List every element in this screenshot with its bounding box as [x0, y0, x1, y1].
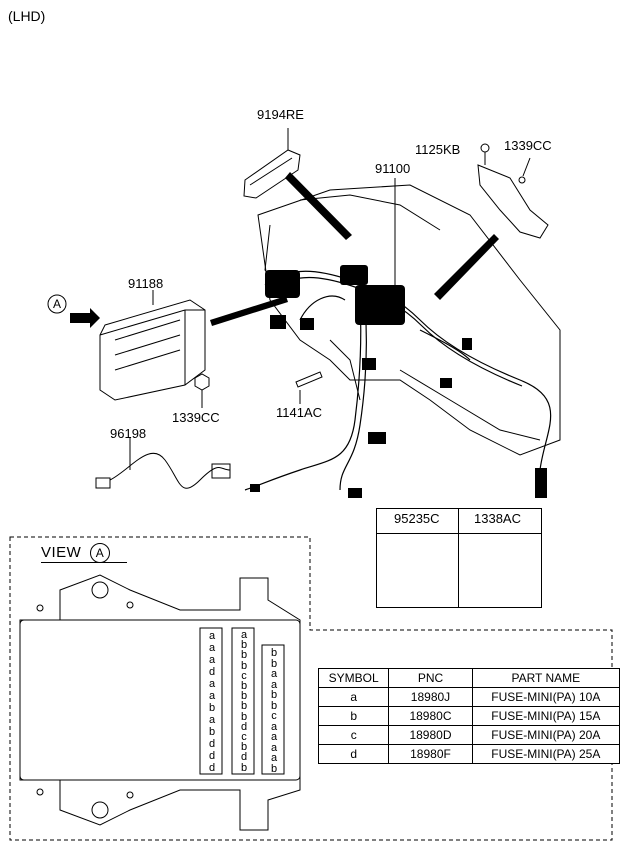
- fuse-letter: b: [240, 690, 248, 703]
- bracket-1339cc-top: [477, 143, 549, 239]
- cell-symbol: c: [317, 725, 390, 745]
- fuse-letter: c: [241, 669, 247, 682]
- lhd-note: (LHD): [8, 8, 46, 24]
- cell-pnc: 18980C: [388, 706, 473, 726]
- part-label-1339cc-mid: 1339CC: [172, 410, 220, 425]
- inset-label-95235c: 95235C: [394, 511, 440, 526]
- table-row: a 18980J FUSE-MINI(PA) 10A: [317, 687, 620, 707]
- fuse-letter: a: [208, 630, 216, 642]
- cell-symbol: a: [317, 687, 390, 707]
- fuse-letter: d: [208, 738, 216, 750]
- leader-stroke: [285, 172, 352, 240]
- fuse-letter: b: [240, 700, 248, 713]
- part-label-1125kb: 1125KB: [415, 142, 461, 157]
- fuse-letter: b: [270, 657, 278, 670]
- fuse-box-topview: [19, 574, 301, 831]
- view-a-title: VIEW A: [41, 543, 127, 563]
- junction-box-91188: [99, 290, 206, 401]
- leader-stroke: [434, 234, 499, 300]
- fuse-letter: b: [240, 761, 248, 774]
- inset-label-1338ac: 1338AC: [474, 511, 521, 526]
- table-header-row: SYMBOL PNC PART NAME: [317, 668, 620, 688]
- fuse-parts-table: SYMBOL PNC PART NAME a 18980J FUSE-MINI(…: [317, 668, 620, 764]
- view-a-frame: [9, 536, 613, 841]
- connectors: [250, 265, 547, 498]
- fuse-letter: d: [208, 750, 216, 762]
- part-label-1141ac: 1141AC: [276, 405, 323, 420]
- fuse-letter: a: [240, 629, 248, 641]
- module-9194re: [243, 128, 301, 199]
- fuse-letter: c: [271, 710, 277, 722]
- part-label-9194re: 9194RE: [257, 107, 304, 122]
- fuse-letter: b: [270, 699, 278, 712]
- part-label-91100: 91100: [375, 161, 411, 176]
- cell-pnc: 18980F: [388, 744, 473, 764]
- table-row: b 18980C FUSE-MINI(PA) 15A: [317, 706, 620, 726]
- fuse-letter: b: [208, 702, 216, 714]
- cell-pnc: 18980J: [388, 687, 473, 707]
- fuse-letter: a: [208, 642, 216, 654]
- header-symbol: SYMBOL: [317, 668, 390, 688]
- fuse-letter: b: [240, 680, 248, 693]
- fuse-letter: a: [208, 690, 216, 702]
- dashboard-outline: [257, 184, 561, 456]
- view-title-text: VIEW: [41, 544, 82, 561]
- fuse-letter: b: [240, 710, 248, 723]
- fuse-letter: b: [270, 647, 278, 659]
- fuse-letter: d: [208, 666, 216, 678]
- fuse-letter: b: [270, 762, 278, 775]
- view-title-marker: A: [90, 543, 111, 563]
- fuse-letter: b: [240, 639, 248, 652]
- fuse-letter: b: [240, 741, 248, 754]
- fuse-letter: a: [270, 678, 278, 691]
- view-marker-a: A: [53, 297, 62, 311]
- cable-96198: [95, 438, 231, 489]
- table-row: c 18980D FUSE-MINI(PA) 20A: [317, 725, 620, 745]
- fuse-letter: d: [240, 720, 248, 733]
- fuse-letter: a: [270, 668, 278, 680]
- cell-symbol: d: [317, 744, 390, 764]
- cell-part-name: FUSE-MINI(PA) 15A: [471, 706, 620, 726]
- cell-part-name: FUSE-MINI(PA) 25A: [471, 744, 620, 764]
- cell-pnc: 18980D: [388, 725, 473, 745]
- table-row: d 18980F FUSE-MINI(PA) 25A: [317, 744, 620, 764]
- fuse-letter: d: [208, 762, 216, 774]
- part-label-91188: 91188: [128, 276, 164, 291]
- inset-parts-box: [376, 508, 542, 608]
- fuse-letter: a: [270, 731, 278, 743]
- part-label-1339cc-top: 1339CC: [504, 138, 552, 153]
- nut-1339cc: [194, 373, 210, 408]
- fuse-letter: b: [240, 649, 248, 662]
- cell-part-name: FUSE-MINI(PA) 10A: [471, 687, 620, 707]
- cell-part-name: FUSE-MINI(PA) 20A: [471, 725, 620, 745]
- fuse-letter: b: [270, 689, 278, 701]
- fuse-letter: a: [270, 752, 278, 764]
- view-a-arrow: [47, 294, 100, 328]
- part-label-96198: 96198: [110, 426, 147, 441]
- fuse-letter: b: [240, 659, 248, 672]
- fuse-letter: a: [208, 678, 216, 690]
- fuse-letter: c: [241, 731, 247, 744]
- header-part-name: PART NAME: [471, 668, 620, 688]
- header-pnc: PNC: [388, 668, 473, 688]
- fuse-letter: b: [208, 726, 216, 738]
- fuse-letter: a: [208, 654, 216, 666]
- bolt-1141ac: [295, 371, 323, 404]
- fuse-letter: d: [240, 751, 248, 764]
- cell-symbol: b: [317, 706, 390, 726]
- leader-stroke: [210, 296, 288, 326]
- fuse-letter: a: [270, 741, 278, 754]
- fuse-letter: a: [208, 714, 216, 726]
- fuse-letter: a: [270, 720, 278, 733]
